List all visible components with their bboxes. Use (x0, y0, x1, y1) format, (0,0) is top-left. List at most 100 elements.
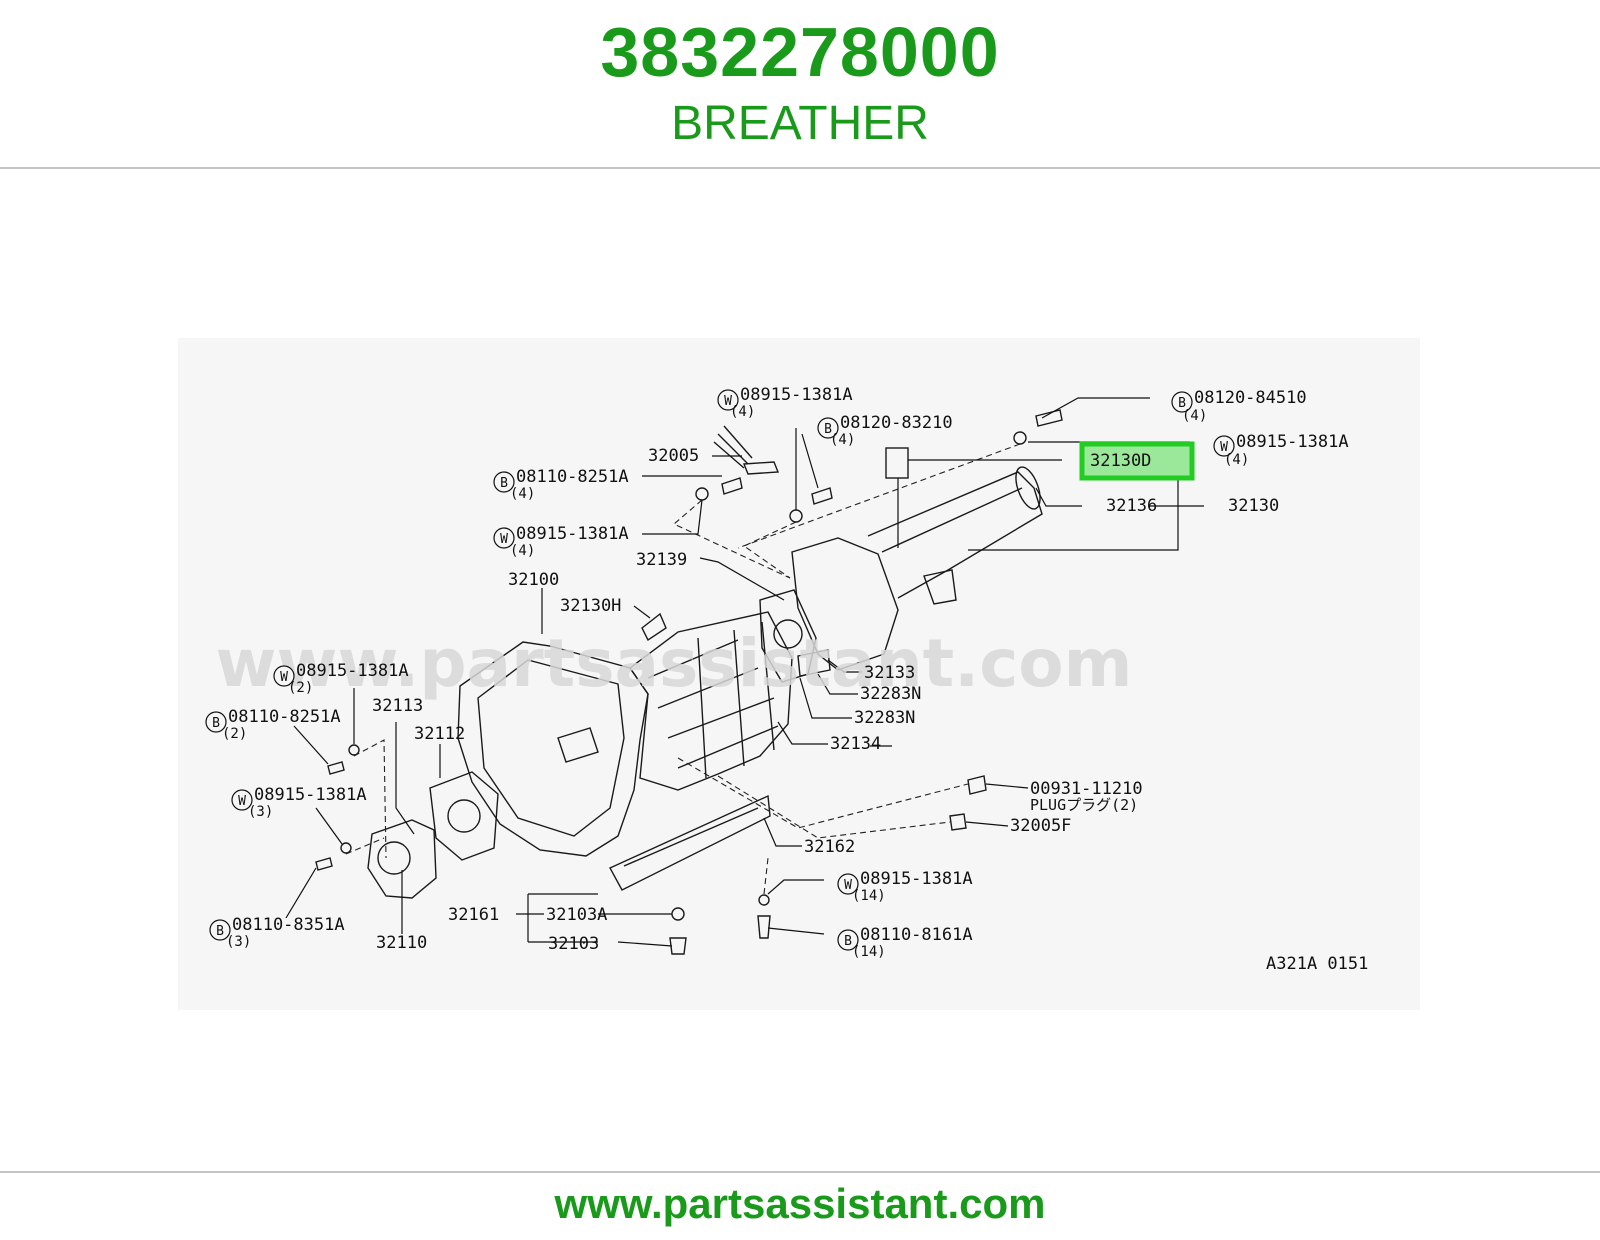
label-32162: 32162 (804, 837, 855, 857)
label-b-left1: 08110-8251A (516, 467, 629, 487)
marker-letter: B (1178, 396, 1186, 411)
label-32112: 32112 (414, 724, 465, 744)
marker-w-left3 (231, 789, 253, 811)
label-32136: 32136 (1106, 496, 1157, 516)
label-plug-text: PLUGプラグ(2) (1030, 796, 1138, 814)
label-32110: 32110 (376, 933, 427, 953)
label-b-tr-qty: (4) (1182, 408, 1207, 424)
case-ribs-vertical (697, 621, 775, 779)
marker-letter: B (824, 422, 832, 437)
label-w-left3: 08915-1381A (254, 785, 367, 805)
marker-w-left2 (273, 665, 295, 687)
bolt-left1-shape (721, 477, 743, 495)
label-b-tr: 08120-84510 (1194, 388, 1307, 408)
extension-tube-shape (867, 471, 1043, 599)
label-32139: 32139 (636, 550, 687, 570)
label-32113: 32113 (372, 696, 423, 716)
alignment-dashes (345, 443, 1021, 895)
part-name-subtitle: BREATHER (671, 97, 929, 150)
label-w-left3-qty: (3) (248, 804, 273, 820)
plug-32005f-shape (949, 813, 967, 831)
plug-00931-shape (967, 775, 987, 795)
label-w-bottom: 08915-1381A (860, 869, 973, 889)
label-32161: 32161 (448, 905, 499, 925)
nut-32283n-shape (797, 649, 831, 677)
label-plug-number: 00931-11210 (1030, 779, 1143, 799)
highlight-box (1079, 441, 1195, 481)
gasket-32112-bore (447, 799, 481, 833)
bolt-left3-shape (315, 857, 333, 871)
label-32103a: 32103A (546, 905, 607, 925)
clutch-housing-window (557, 727, 599, 763)
marker-w-bottom (837, 873, 859, 895)
transmission-case-shape (629, 611, 793, 791)
footer-divider (0, 1171, 1600, 1173)
label-b-bottom-qty: (14) (852, 944, 886, 960)
diagram-code: A321A 0151 (1266, 954, 1368, 974)
clip-32130h-shape (641, 612, 667, 642)
marker-w-left1 (493, 527, 515, 549)
extension-mount-bracket (923, 569, 957, 605)
footer-site-link[interactable]: www.partsassistant.com (554, 1180, 1046, 1227)
adapter-plate-bore (773, 619, 803, 649)
label-w-top: 08915-1381A (740, 385, 853, 405)
case-ribs (647, 639, 779, 769)
marker-w-tr (1213, 435, 1235, 457)
label-w-tr-qty: (4) (1224, 452, 1249, 468)
label-32134: 32134 (830, 734, 881, 754)
extension-tube-edge (881, 487, 1023, 553)
parts-diagram: www.partsassistant.com W B B W B W W B W… (178, 338, 1420, 1010)
bolt-bottom-shape (757, 915, 771, 939)
label-b-top-qty: (4) (830, 432, 855, 448)
label-b-left2: 08110-8251A (228, 707, 341, 727)
clutch-housing-shape (457, 641, 649, 857)
label-w-left2: 08915-1381A (296, 661, 409, 681)
part-number-title: 3832278000 (600, 13, 1000, 91)
marker-letter: B (844, 934, 852, 949)
marker-b-left3 (209, 919, 231, 941)
callout-labels: 08915-1381A (4) 08120-83210 (4) 08120-84… (222, 385, 1368, 974)
exploded-transmission-diagram: www.partsassistant.com W B B W B W W B W… (178, 338, 1420, 1010)
switch-32005-shape (742, 461, 780, 475)
switch-32005-wires (713, 425, 753, 469)
marker-b-tr (1171, 391, 1193, 413)
marker-letter: W (280, 670, 288, 685)
marker-b-bottom (837, 929, 859, 951)
marker-letter: B (212, 716, 220, 731)
oil-pan-edge (623, 807, 759, 867)
marker-letter: W (724, 394, 732, 409)
breather-shape (885, 447, 909, 479)
watermark-text: www.partsassistant.com (216, 625, 1133, 702)
marker-letters: W B B W B W W B W B W B (212, 394, 1228, 949)
gasket-32112-shape (429, 771, 499, 861)
marker-letter: W (844, 878, 852, 893)
label-32100: 32100 (508, 570, 559, 590)
washer-left2-shape (348, 744, 360, 756)
header-divider (0, 167, 1600, 169)
washer-bottom-shape (758, 894, 770, 906)
label-b-left3: 08110-8351A (232, 915, 345, 935)
marker-letter: W (1220, 440, 1228, 455)
label-32133: 32133 (864, 663, 915, 683)
washer-left3-shape (340, 842, 352, 854)
clutch-housing-inner (477, 659, 625, 837)
label-32005f: 32005F (1010, 816, 1071, 836)
label-32130h: 32130H (560, 596, 621, 616)
label-b-bottom: 08110-8161A (860, 925, 973, 945)
extension-tail-seal (1015, 466, 1041, 510)
marker-letter: B (500, 476, 508, 491)
label-w-top-qty: (4) (730, 404, 755, 420)
marker-letter: B (216, 924, 224, 939)
diagram-background (178, 338, 1420, 1010)
label-w-left2-qty: (2) (288, 680, 313, 696)
bolt-left2-shape (327, 761, 345, 775)
oil-pan-shape (609, 794, 771, 891)
marker-b-left2 (205, 711, 227, 733)
label-w-left1: 08915-1381A (516, 524, 629, 544)
label-32005: 32005 (648, 446, 699, 466)
front-cover-shape (367, 819, 437, 899)
page-header: 3832278000 BREATHER (0, 0, 1600, 168)
label-w-left1-qty: (4) (510, 543, 535, 559)
marker-b-top (817, 417, 839, 439)
extension-housing-shape (791, 537, 899, 671)
